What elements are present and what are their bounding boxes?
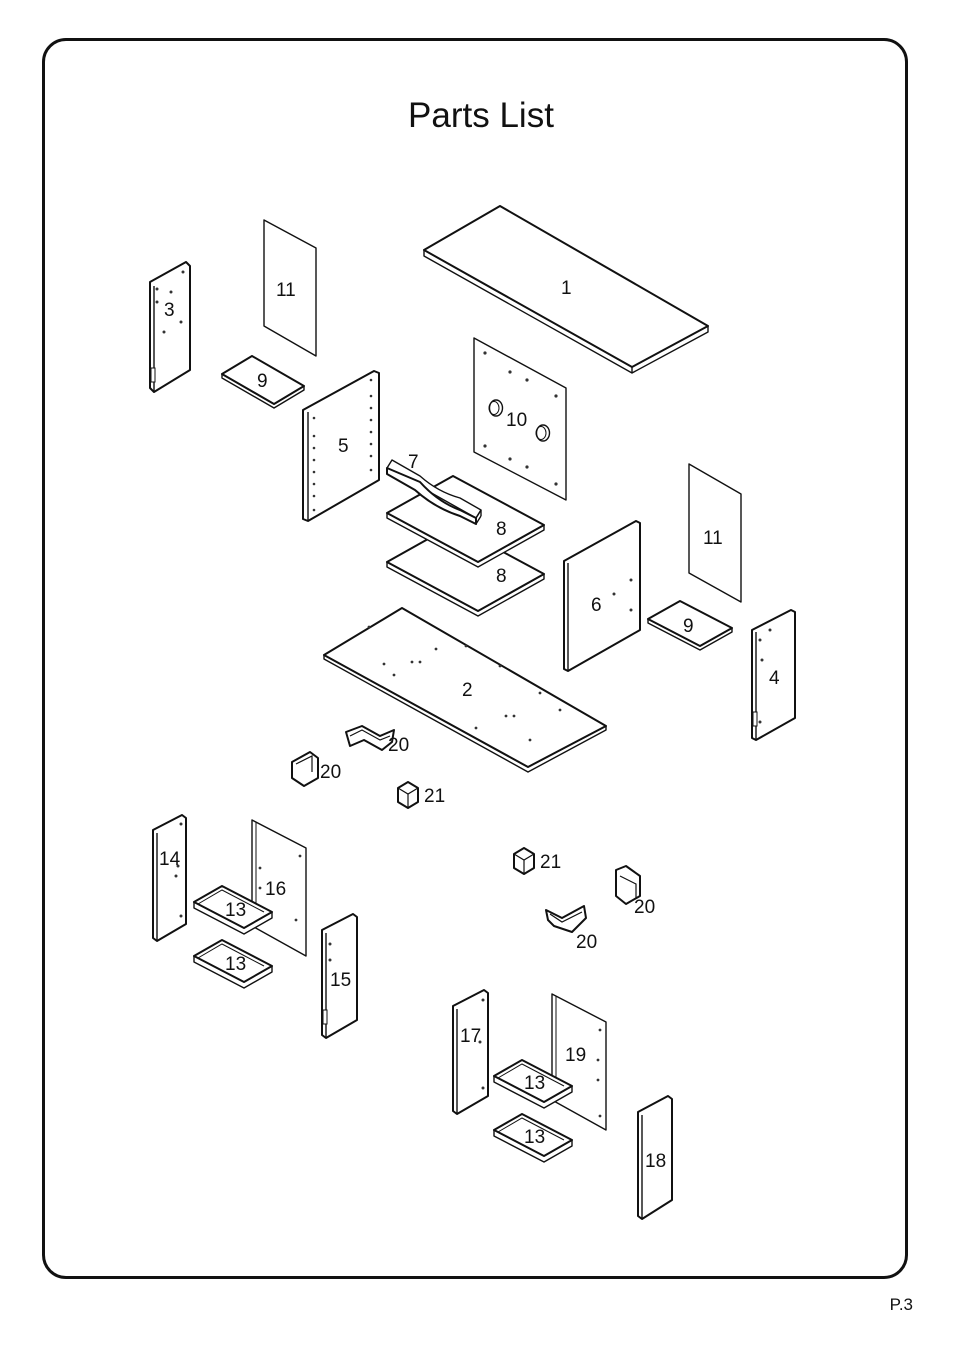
part-15: 15 [321, 913, 358, 1039]
part-6-label: 6 [591, 595, 602, 616]
part-9b: 9 [647, 600, 733, 651]
part-1: 1 [423, 205, 709, 374]
part-20d-label: 20 [576, 932, 597, 953]
part-19: 19 [551, 993, 607, 1131]
part-20c-label: 20 [634, 897, 655, 918]
part-15-label: 15 [330, 970, 351, 991]
part-13d-label: 13 [524, 1127, 545, 1148]
part-2: 2 [323, 607, 607, 773]
part-9b-label: 9 [683, 616, 694, 637]
part-17: 17 [452, 989, 489, 1115]
part-14-label: 14 [159, 849, 181, 870]
part-4-label: 4 [769, 668, 780, 689]
part-16-label: 16 [265, 879, 286, 900]
part-21b-label: 21 [540, 852, 561, 873]
part-21a: 21 [397, 781, 445, 809]
part-4: 4 [751, 609, 796, 741]
part-10-label: 10 [506, 410, 527, 431]
part-21b: 21 [513, 847, 561, 875]
part-20b: 20 [291, 751, 341, 787]
part-3: 3 [149, 261, 191, 393]
part-13c-label: 13 [524, 1073, 545, 1094]
part-7: 7 [386, 452, 482, 525]
part-3-label: 3 [164, 300, 175, 321]
part-11a: 11 [263, 219, 317, 357]
part-13d: 13 [493, 1113, 573, 1163]
part-8a-label: 8 [496, 519, 507, 540]
part-20a: 20 [345, 725, 409, 756]
part-18-label: 18 [645, 1151, 666, 1172]
part-1-label: 1 [561, 278, 572, 299]
part-19-label: 19 [565, 1045, 586, 1066]
part-20b-label: 20 [320, 762, 341, 783]
part-20d: 20 [545, 905, 597, 953]
part-5: 5 [302, 370, 380, 522]
part-20c: 20 [615, 865, 655, 918]
page-number: P.3 [889, 1295, 913, 1314]
page-title: Parts List [408, 96, 554, 135]
part-20a-label: 20 [388, 735, 409, 756]
part-8b-label: 8 [496, 566, 507, 587]
part-5-label: 5 [338, 436, 349, 457]
part-9a: 9 [221, 355, 305, 409]
part-11b-label: 11 [703, 528, 723, 549]
part-18: 18 [637, 1095, 673, 1220]
part-11a-label: 11 [276, 280, 296, 301]
part-16: 16 [251, 819, 307, 957]
part-13c: 13 [493, 1059, 573, 1109]
part-7-label: 7 [408, 452, 419, 473]
page-border [42, 38, 908, 1279]
part-13a: 13 [193, 885, 273, 935]
part-13a-label: 13 [225, 900, 246, 921]
part-9a-label: 9 [257, 371, 268, 392]
part-2-label: 2 [462, 680, 473, 701]
part-17-label: 17 [460, 1026, 481, 1047]
part-10: 10 [473, 337, 567, 501]
part-21a-label: 21 [424, 786, 445, 807]
part-6: 6 [563, 520, 641, 672]
part-13b: 13 [193, 939, 273, 989]
part-14: 14 [152, 814, 187, 942]
part-11b: 11 [688, 463, 742, 603]
part-13b-label: 13 [225, 954, 246, 975]
